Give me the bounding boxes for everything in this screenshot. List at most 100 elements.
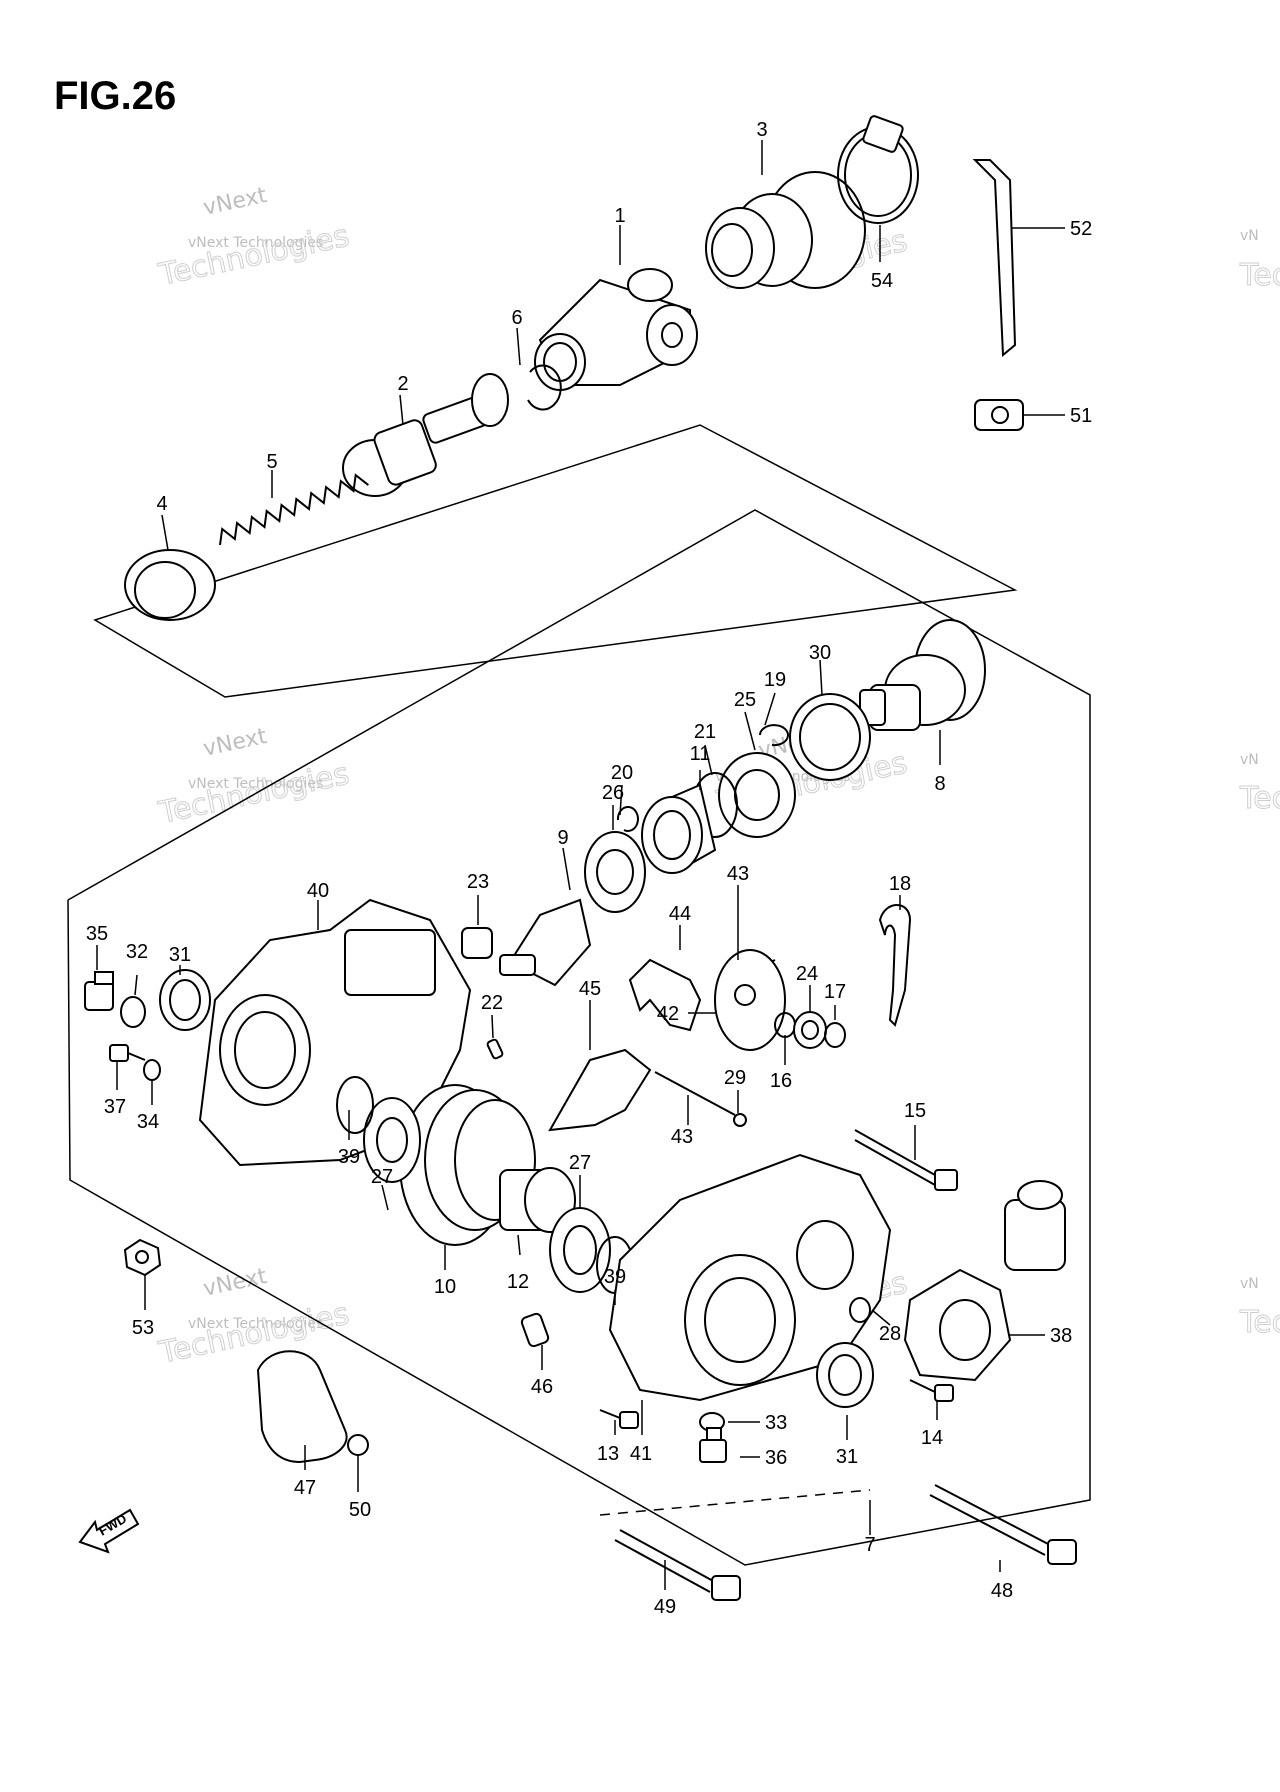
callout-23: 23	[467, 871, 489, 893]
callout-53: 53	[132, 1317, 154, 1339]
callouts: 1 2 3 4 5 6 7 8 9 10 11 12 13 14 15 16 1…	[86, 119, 1092, 1618]
oil-seal	[789, 693, 871, 781]
callout-30: 30	[809, 642, 831, 664]
watermark-partial-small: vN	[1240, 1276, 1259, 1292]
clip	[733, 1113, 747, 1127]
watermark-line1: vNext	[201, 183, 269, 221]
breather-fitting	[520, 1312, 550, 1348]
dowel-pin	[486, 1038, 504, 1060]
shift-rod	[654, 1071, 736, 1116]
watermark-line2: vNext Technologies	[188, 235, 323, 251]
washer	[120, 996, 146, 1028]
shift-fork	[628, 958, 702, 1032]
callout-34: 34	[137, 1111, 159, 1133]
callout-28: 28	[879, 1323, 901, 1345]
watermark-line3: Technologies	[155, 1297, 352, 1372]
watermark-line1: vNext	[201, 724, 269, 762]
callout-40: 40	[307, 880, 329, 902]
callout-24: 24	[796, 963, 818, 985]
hose-clip	[347, 1434, 369, 1456]
drive-shaft	[342, 373, 509, 497]
differential-housing	[608, 1153, 892, 1402]
callout-35: 35	[86, 923, 108, 945]
callout-12: 12	[507, 1271, 529, 1293]
callout-1: 1	[614, 205, 625, 227]
long-bolt	[854, 1129, 958, 1191]
washer	[849, 1297, 871, 1323]
bolt	[909, 1379, 954, 1402]
circlip	[759, 724, 789, 747]
cam-plate	[714, 949, 786, 1051]
watermark-partial: Tec	[1239, 258, 1280, 293]
watermark-group-1: vNext vNext Technologies Technologies	[155, 183, 353, 294]
watermark-line2: vNext Technologies	[188, 1316, 323, 1332]
callout-2: 2	[397, 373, 408, 395]
callout-15: 15	[904, 1100, 926, 1122]
callout-38: 38	[1050, 1325, 1072, 1347]
bearing	[549, 1207, 611, 1293]
callout-25: 25	[734, 689, 756, 711]
shift-fork	[548, 1048, 652, 1132]
lower-housing-outline	[599, 1489, 871, 1516]
spring-cap	[124, 549, 216, 621]
o-ring	[824, 1022, 846, 1048]
callout-44: 44	[669, 903, 691, 925]
callout-7: 7	[864, 1534, 875, 1556]
input-shaft-assembly	[859, 619, 986, 731]
bearing	[718, 752, 796, 838]
bearing	[584, 831, 646, 913]
callout-31a: 31	[169, 944, 191, 966]
watermark-edge: vN Tec vN Tec vN Tec	[1239, 228, 1280, 1341]
breather-hose	[256, 1350, 348, 1464]
upper-assembly-outline	[93, 424, 1018, 698]
drain-plug	[84, 971, 114, 1011]
callout-43a: 43	[727, 863, 749, 885]
watermark-partial-small: vN	[1240, 228, 1259, 244]
callout-43b: 43	[671, 1126, 693, 1148]
callout-20: 20	[611, 762, 633, 784]
callout-3: 3	[756, 119, 767, 141]
callout-47: 47	[294, 1477, 316, 1499]
callout-36: 36	[765, 1447, 787, 1469]
pinion-gear	[499, 898, 592, 987]
hose-clamp	[837, 115, 919, 224]
callout-16: 16	[770, 1070, 792, 1092]
callout-51: 51	[1070, 405, 1092, 427]
callout-11: 11	[690, 743, 711, 765]
actuator-motor	[903, 1180, 1066, 1382]
callout-17: 17	[824, 981, 846, 1003]
callout-13: 13	[597, 1443, 619, 1465]
callout-31b: 31	[836, 1446, 858, 1468]
watermark-line1: vNext	[201, 1264, 269, 1302]
housing-assembly-outline	[67, 509, 1091, 1566]
housing-cover	[198, 898, 472, 1167]
watermark-group-3: vNext vNext Technologies Technologies	[155, 1264, 353, 1372]
callout-27a: 27	[569, 1152, 591, 1174]
bolt	[599, 1409, 639, 1429]
long-bolt	[929, 1484, 1077, 1565]
callout-21: 21	[694, 721, 716, 743]
callout-10: 10	[434, 1276, 456, 1298]
needle-bearing	[461, 927, 493, 959]
callout-32: 32	[126, 941, 148, 963]
callout-45: 45	[579, 978, 601, 1000]
callout-4: 4	[156, 493, 167, 515]
callout-19: 19	[764, 669, 786, 691]
callout-52: 52	[1070, 218, 1092, 240]
leader-lines	[96, 140, 1065, 1590]
sleeve	[641, 783, 717, 874]
bracket	[878, 904, 912, 1027]
shim	[336, 1076, 374, 1134]
callout-48: 48	[991, 1580, 1013, 1602]
callout-49: 49	[654, 1596, 676, 1618]
watermark-partial: Tec	[1239, 1305, 1280, 1340]
callout-5: 5	[266, 451, 277, 473]
fwd-arrow: FWD	[78, 1508, 140, 1554]
callout-41: 41	[630, 1443, 652, 1465]
watermark-group-2: vNext vNext Technologies Technologies	[155, 724, 353, 832]
watermark-partial: Tec	[1239, 781, 1280, 816]
circlip	[527, 364, 562, 411]
spring	[219, 473, 369, 546]
callout-46: 46	[531, 1376, 553, 1398]
